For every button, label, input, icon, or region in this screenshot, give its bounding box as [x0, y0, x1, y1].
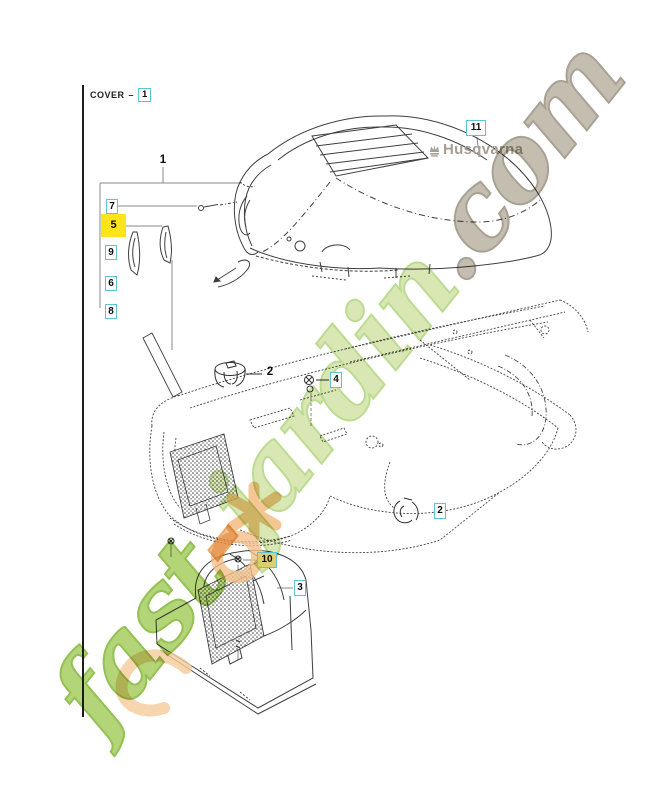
assembly-ref-box[interactable]: 1 — [138, 87, 152, 103]
page-header: COVER – 1 — [90, 87, 152, 103]
bumper-arc-drawing — [497, 354, 547, 446]
bottom-cover-drawing — [155, 549, 317, 715]
brand-logo-text: Husqvarna — [443, 141, 524, 158]
bottom-cover-screws — [167, 537, 242, 649]
callout-11-6[interactable]: 11 — [466, 120, 486, 136]
screw-7-drawing — [198, 201, 238, 211]
callout-2-9[interactable]: 2 — [434, 503, 446, 519]
callout-4-8[interactable]: 4 — [330, 372, 342, 388]
page-title: COVER — [90, 90, 125, 100]
title-separator: – — [128, 90, 135, 100]
cover-part-drawing — [233, 115, 552, 281]
leader-lines — [99, 136, 479, 660]
callout-5-2[interactable]: 5 — [101, 214, 126, 237]
callout-6-4[interactable]: 6 — [105, 276, 117, 291]
rubber-flap-drawing — [213, 259, 251, 288]
chassis-grille — [169, 433, 239, 525]
callout-10-10[interactable]: 10 — [257, 552, 277, 568]
callout-2-7[interactable]: 2 — [266, 365, 274, 378]
bottom-cover-grille — [197, 563, 265, 665]
page-left-border — [82, 85, 84, 717]
strip-part-drawing — [238, 195, 251, 236]
panel-part-drawing — [142, 332, 183, 398]
crown-icon — [430, 144, 439, 157]
chassis-drawing — [149, 299, 589, 554]
husqvarna-logo: Husqvarna — [428, 141, 523, 158]
callout-7-1[interactable]: 7 — [106, 199, 118, 214]
callout-1-0[interactable]: 1 — [159, 153, 167, 166]
trim-strips-drawing — [128, 225, 172, 276]
callout-8-5[interactable]: 8 — [105, 304, 117, 319]
clip-2-right-drawing — [393, 497, 419, 524]
callout-3-11[interactable]: 3 — [294, 580, 306, 596]
screw-4-drawing — [304, 375, 314, 428]
clip-2-mid-drawing — [214, 360, 246, 388]
callout-9-3[interactable]: 9 — [105, 245, 117, 260]
